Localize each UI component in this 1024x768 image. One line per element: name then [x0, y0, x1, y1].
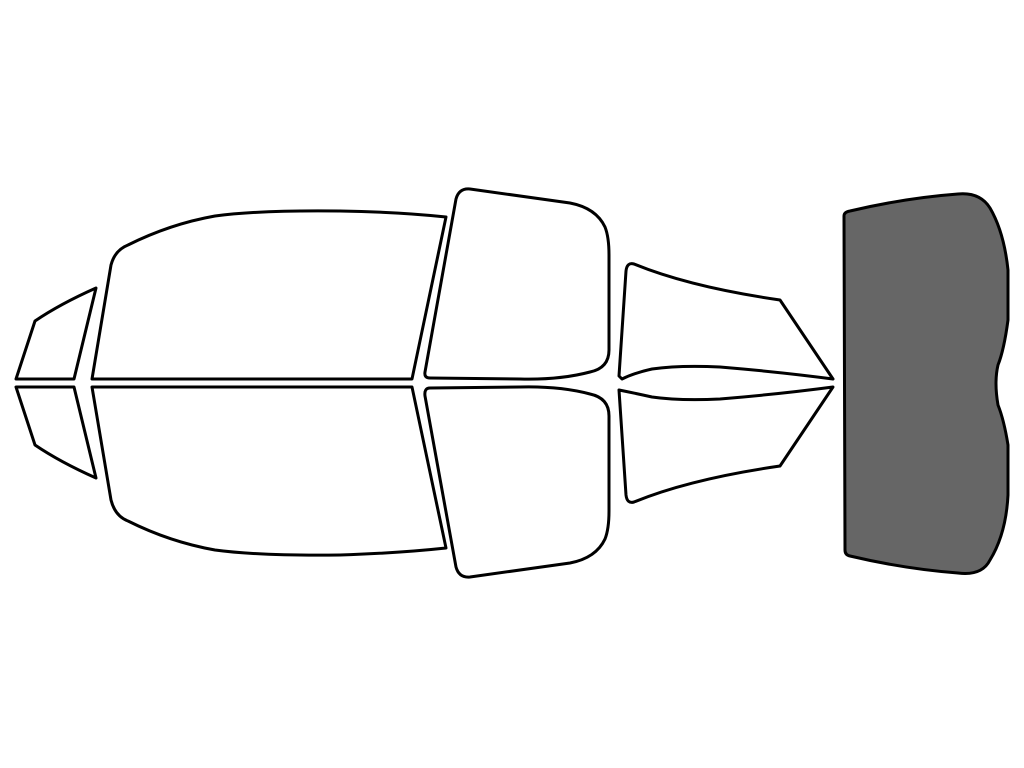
driver-rear-quarter-window[interactable] — [617, 262, 835, 381]
passenger-front-door-window[interactable] — [90, 385, 448, 557]
driver-rear-door-window[interactable] — [423, 187, 611, 381]
driver-front-door-window[interactable] — [90, 209, 448, 381]
passenger-rear-door-window[interactable] — [423, 385, 611, 579]
driver-front-quarter-window[interactable] — [14, 286, 98, 381]
passenger-rear-quarter-window[interactable] — [617, 385, 835, 504]
passenger-front-quarter-window[interactable] — [14, 385, 98, 480]
rear-windshield[interactable] — [842, 192, 1010, 575]
